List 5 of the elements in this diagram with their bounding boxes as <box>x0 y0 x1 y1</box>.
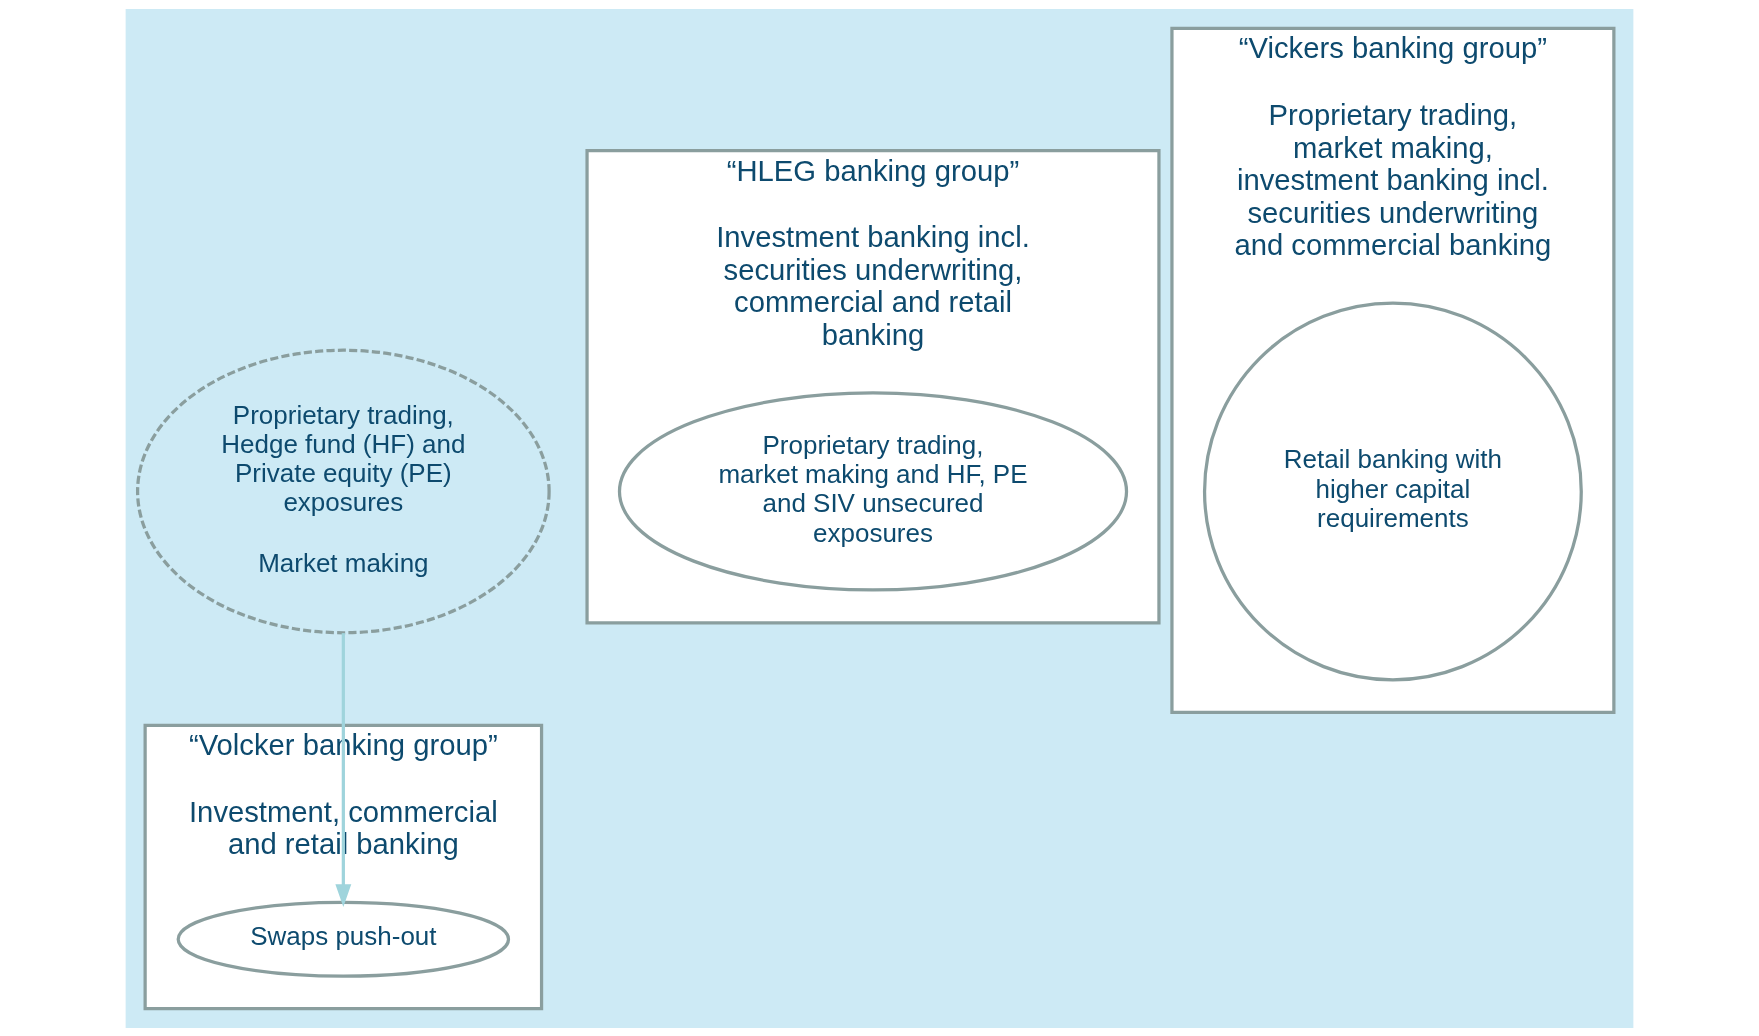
node-circle: Retail banking with higher capital requirements <box>1202 301 1583 681</box>
arrow <box>335 632 352 907</box>
node-ellipse: Proprietary trading, Hedge fund (HF) and Private equity (PE) exposures Market making <box>135 348 551 634</box>
node-ellipse: Proprietary trading, market making and HF, PE and SIV unsecured exposures <box>617 390 1129 592</box>
node-ellipse: Swaps push-out <box>176 900 511 978</box>
